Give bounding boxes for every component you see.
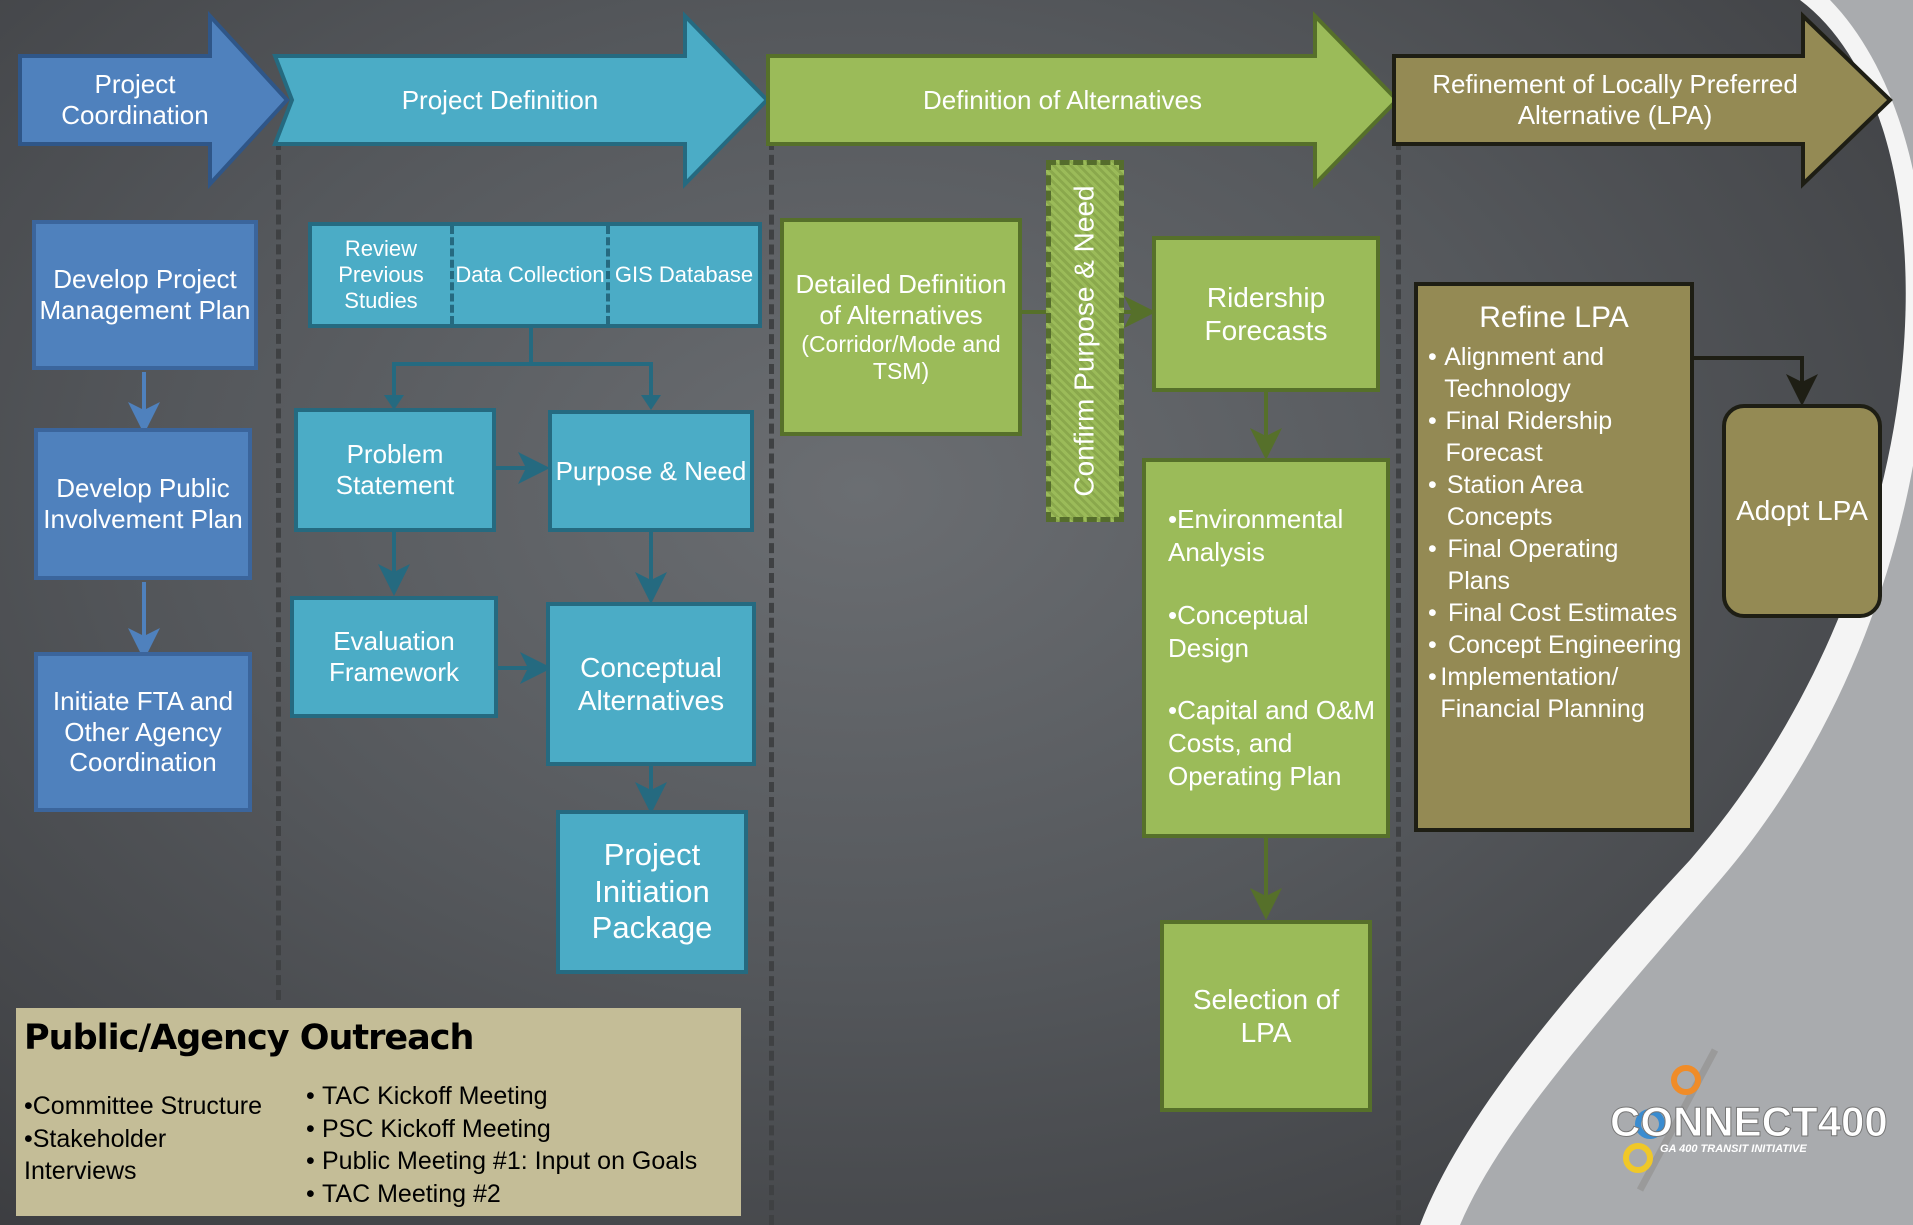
develop-pip-box: Develop Public Involvement Plan — [34, 428, 252, 580]
analysis-item-costs: •Capital and O&M Costs, and Operating Pl… — [1168, 695, 1376, 791]
refine-item: Implementation/ Financial Planning — [1440, 663, 1645, 724]
phase-arrow-coordination — [18, 10, 290, 190]
purpose-need-box: Purpose & Need — [548, 410, 754, 532]
detailed-definition-title: Detailed Definition of Alternatives — [795, 269, 1007, 330]
outreach-right-item: Public Meeting #1: Input on Goals — [322, 1147, 698, 1175]
separator-1 — [276, 140, 281, 1000]
selection-lpa-box: Selection of LPA — [1160, 920, 1372, 1112]
phase-label-refinement: Refinement of Locally Preferred Alternat… — [1432, 69, 1798, 130]
outreach-left-item: •Stakeholder Interviews — [24, 1124, 167, 1186]
initiate-fta-box: Initiate FTA and Other Agency Coordinati… — [34, 652, 252, 812]
conceptual-alternatives-box: Conceptual Alternatives — [546, 602, 756, 766]
outreach-right-item: PSC Kickoff Meeting — [322, 1114, 551, 1143]
logo-tagline: GA 400 TRANSIT INITIATIVE — [1660, 1143, 1807, 1155]
phase-arrow-definition — [272, 11, 770, 189]
refine-item: Alignment and Technology — [1444, 343, 1605, 404]
refine-lpa-box: Refine LPA •Alignment and Technology •Fi… — [1414, 282, 1694, 832]
refine-item: Concept Engineering — [1448, 631, 1682, 660]
outreach-left-item: •Committee Structure — [24, 1092, 262, 1120]
problem-statement-box: Problem Statement — [294, 408, 496, 532]
evaluation-framework-box: Evaluation Framework — [290, 596, 498, 718]
refine-item: Final Cost Estimates — [1448, 599, 1678, 628]
develop-pmp-box: Develop Project Management Plan — [32, 220, 258, 370]
refine-lpa-list: •Alignment and Technology •Final Ridersh… — [1428, 343, 1682, 724]
separator-2 — [769, 140, 774, 1225]
outreach-right-item: TAC Kickoff Meeting — [322, 1082, 548, 1110]
phase-label-coordination: Project Coordination — [61, 69, 209, 130]
outreach-right-list: •TAC Kickoff Meeting •PSC Kickoff Meetin… — [306, 1080, 697, 1210]
review-studies-cell: Review Previous Studies — [312, 226, 454, 324]
detailed-definition-sub: (Corridor/Mode and TSM) — [801, 330, 1001, 384]
confirm-purpose-need-box: Confirm Purpose & Need — [1046, 160, 1124, 522]
adopt-lpa-box: Adopt LPA — [1722, 404, 1882, 618]
arrow-refine-to-adopt — [1694, 356, 1818, 406]
ridership-forecasts-box: Ridership Forecasts — [1152, 236, 1380, 392]
analysis-item-conceptual: •Conceptual Design — [1168, 599, 1309, 663]
project-initiation-package-box: Project Initiation Package — [556, 810, 748, 974]
detailed-definition-box: Detailed Definition of Alternatives (Cor… — [780, 218, 1022, 436]
outreach-title: Public/Agency Outreach — [24, 1018, 474, 1058]
refine-item: Final Ridership Forecast — [1445, 407, 1613, 468]
phase-label-definition: Project Definition — [401, 84, 599, 115]
data-collection-cell: Data Collection — [454, 226, 610, 324]
gis-database-cell: GIS Database — [614, 262, 754, 288]
outreach-left-list: •Committee Structure •Stakeholder Interv… — [24, 1090, 304, 1188]
phase-arrow-refinement — [1392, 11, 1893, 189]
analysis-box: •Environmental Analysis •Conceptual Desi… — [1142, 458, 1390, 838]
outreach-right-item: TAC Meeting #2 — [322, 1179, 501, 1208]
refine-item: Final Operating Plans — [1447, 535, 1619, 596]
outreach-panel: Public/Agency Outreach •Committee Struct… — [16, 1008, 741, 1216]
arrow-top-split — [392, 328, 653, 398]
data-gathering-row: Review Previous Studies Data Collection … — [308, 222, 762, 328]
logo-wordmark: CONNECT400 — [1610, 1098, 1888, 1145]
refine-item: Station Area Concepts — [1446, 471, 1584, 532]
phase-arrow-alternatives — [766, 11, 1400, 189]
phase-label-alternatives: Definition of Alternatives — [923, 84, 1202, 115]
analysis-item-environmental: •Environmental Analysis — [1168, 504, 1344, 568]
separator-3 — [1396, 140, 1401, 1225]
refine-lpa-title: Refine LPA — [1479, 301, 1629, 334]
